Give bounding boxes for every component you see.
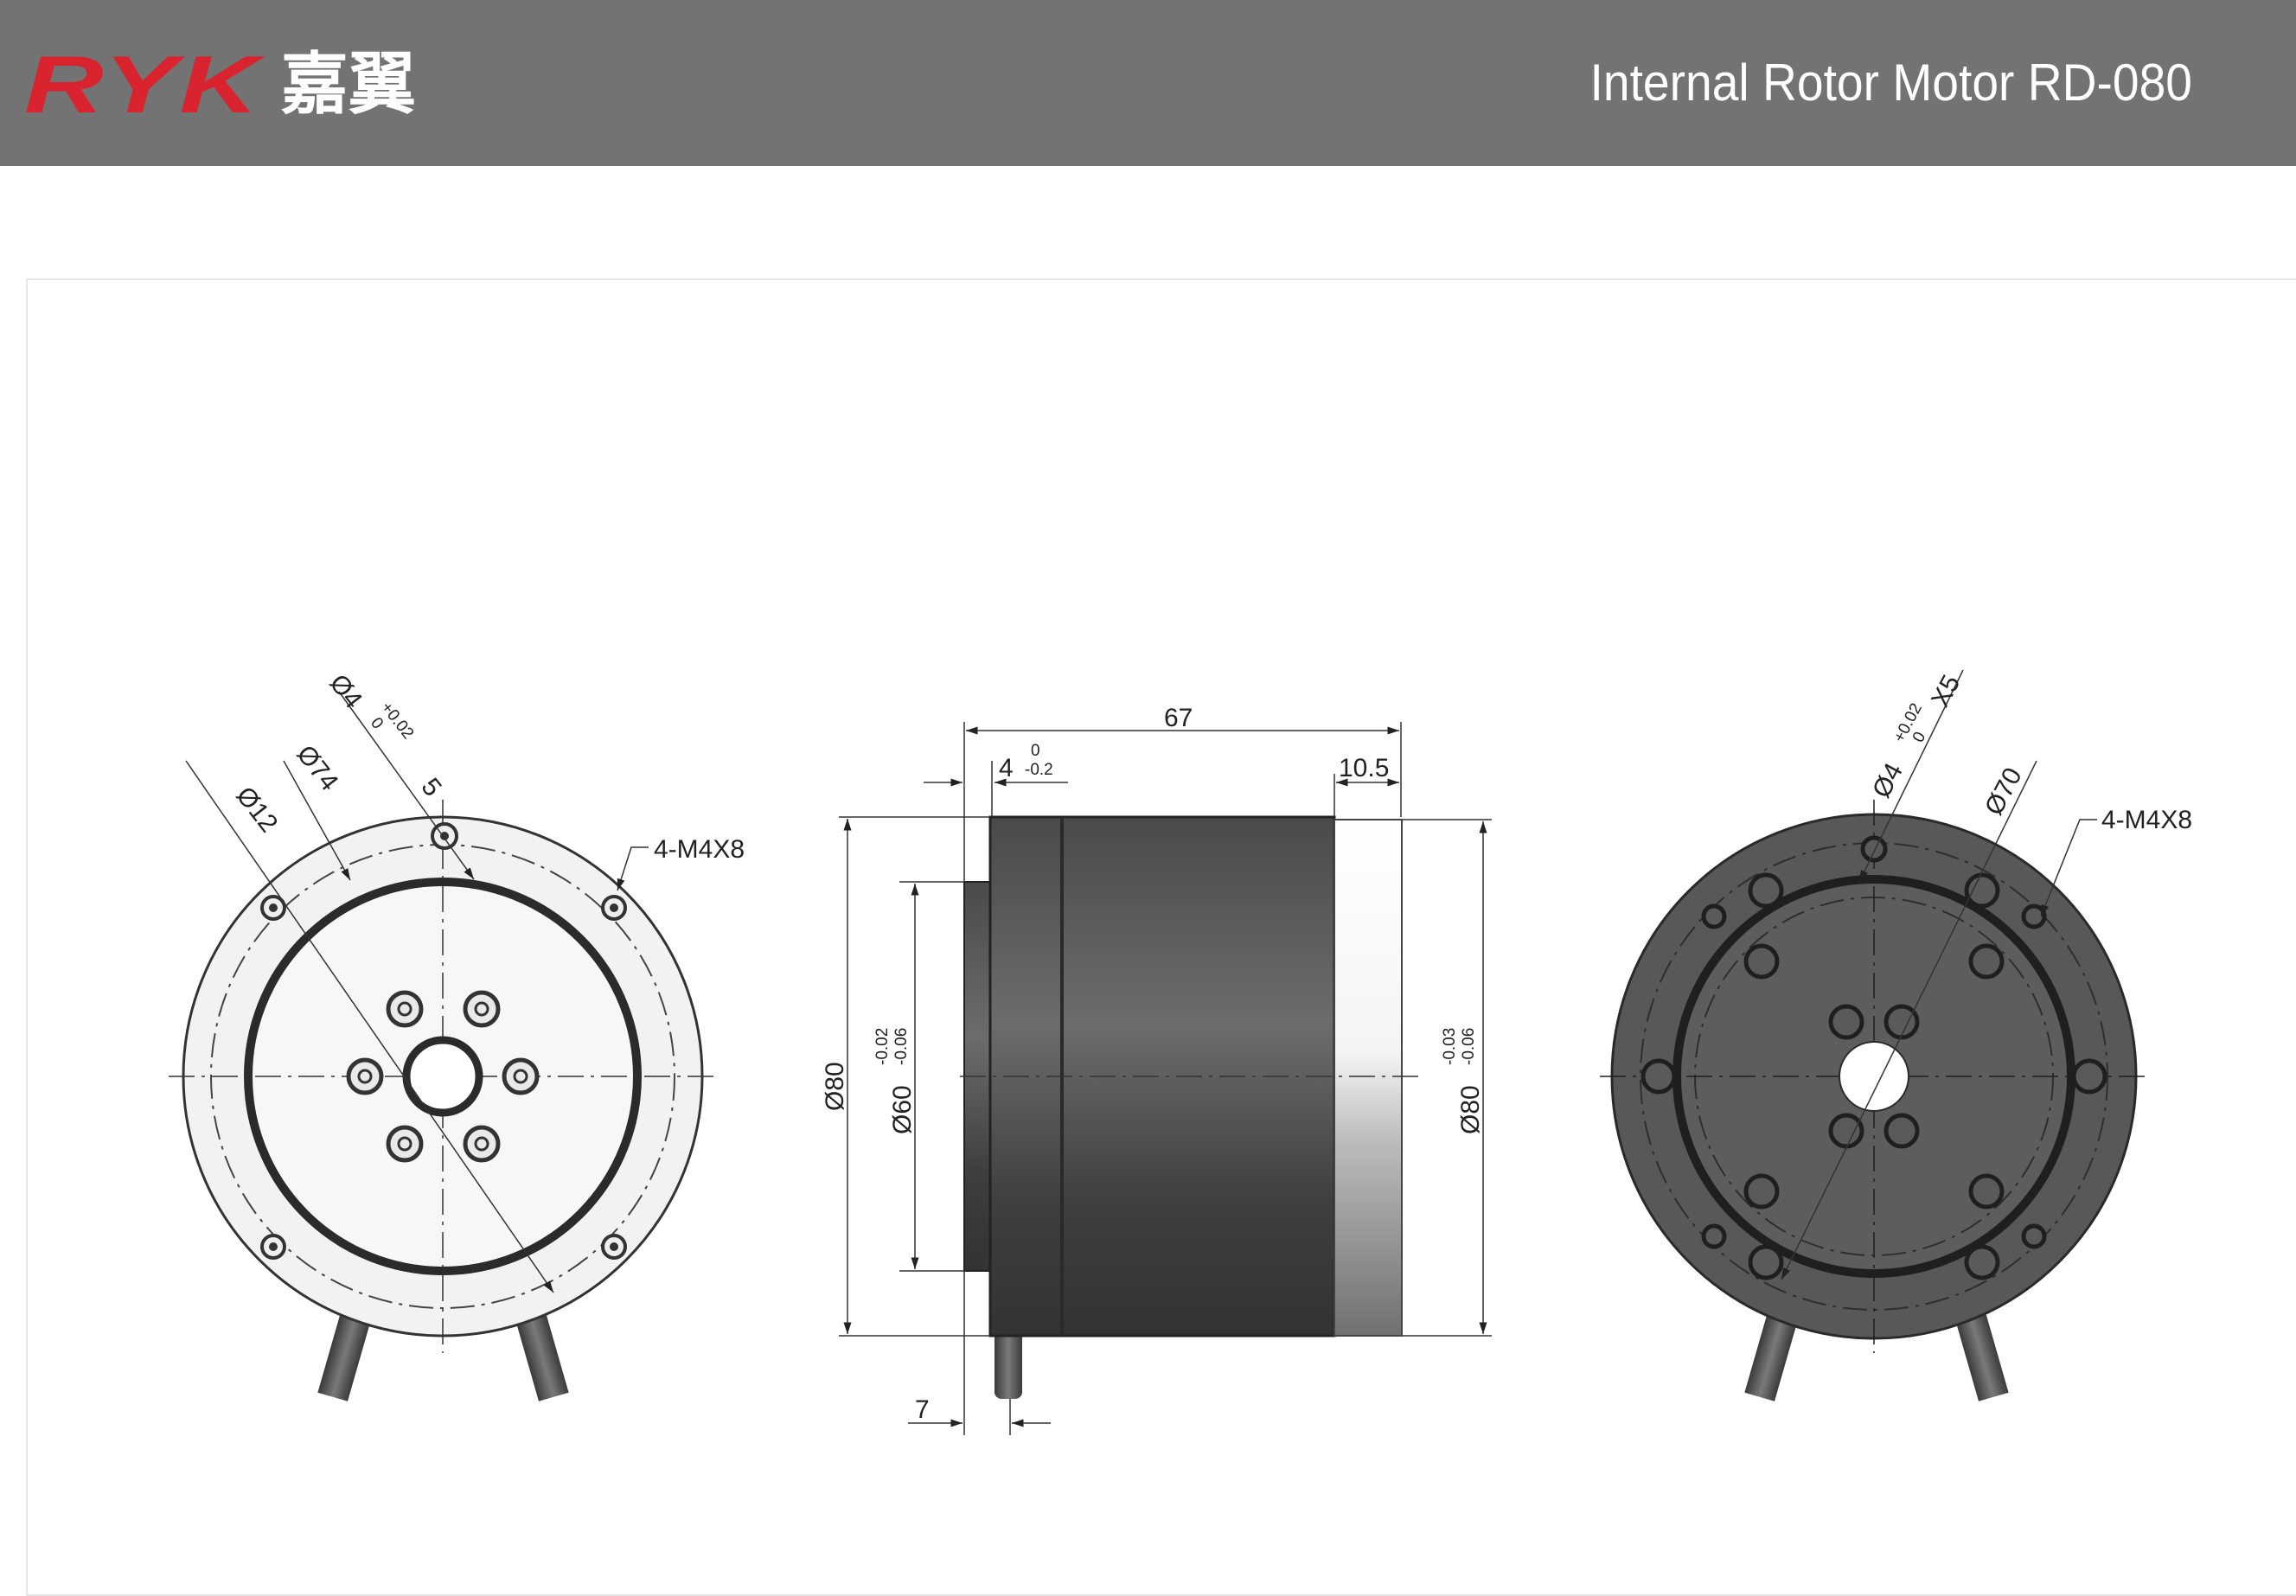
rear-dim-thread: 4-M4X8 <box>2101 806 2192 834</box>
side-dim-step-tol-upper: 0 <box>1031 742 1040 760</box>
side-locating-pin <box>995 1323 1022 1399</box>
side-dim-outer-right-tol-lower: -0.06 <box>1460 1028 1478 1065</box>
brand-logo: RYK 嘉翼 <box>24 39 416 130</box>
front-center-bore <box>402 1036 483 1117</box>
rear-view: Ø4 +0.02 0 X5 Ø70 4-M4X8 <box>1600 669 2192 1401</box>
page-title: Internal Rotor Motor RD-080 <box>1589 54 2192 112</box>
side-dim-outer-left: Ø80 <box>821 1062 849 1111</box>
side-dim-outer-right: Ø80 <box>1456 1085 1485 1134</box>
rear-dim-hole: Ø4 <box>1867 758 1909 802</box>
side-dim-step: 4 <box>999 754 1014 782</box>
logo-latin-text: RYK <box>24 39 261 130</box>
side-dim-spigot: Ø60 <box>888 1085 917 1134</box>
front-dim-bore: Ø12 <box>230 782 283 838</box>
side-dim-outer-right-tol-upper: -0.03 <box>1441 1028 1459 1065</box>
rear-dim-pcd: Ø70 <box>1979 763 2028 820</box>
side-dim-spigot-tol-lower: -0.06 <box>892 1028 911 1065</box>
side-dim-length: 67 <box>1164 704 1193 732</box>
side-dim-spigot-tol-upper: -0.02 <box>873 1028 892 1065</box>
front-view: Ø4 +0.02 0 5 Ø74 Ø12 4-M4X8 <box>169 669 745 1401</box>
side-dim-step-tol-lower: -0.2 <box>1025 761 1053 779</box>
header-bar: RYK 嘉翼 Internal Rotor Motor RD-080 <box>0 0 2296 166</box>
side-view: 67 4 0 -0.2 10.5 Ø80 Ø60 -0.02 -0.06 Ø80… <box>821 704 1492 1435</box>
side-dim-ring: 10.5 <box>1339 754 1389 782</box>
rear-dim-hole-tol-lower: 0 <box>1909 729 1930 745</box>
rear-center-bore <box>1839 1041 1909 1112</box>
front-dim-hole-depth: 5 <box>415 773 446 801</box>
front-dim-hole: Ø4 <box>323 669 368 714</box>
front-dim-hole-tol-lower: 0 <box>367 714 387 732</box>
side-dim-pin: 7 <box>915 1395 930 1424</box>
rear-inner-holes <box>1640 835 2107 1280</box>
front-inner-holes <box>346 990 540 1163</box>
side-end-ring <box>1333 819 1403 1337</box>
front-dim-thread: 4-M4X8 <box>654 835 745 864</box>
logo-cjk-text: 嘉翼 <box>280 46 416 124</box>
